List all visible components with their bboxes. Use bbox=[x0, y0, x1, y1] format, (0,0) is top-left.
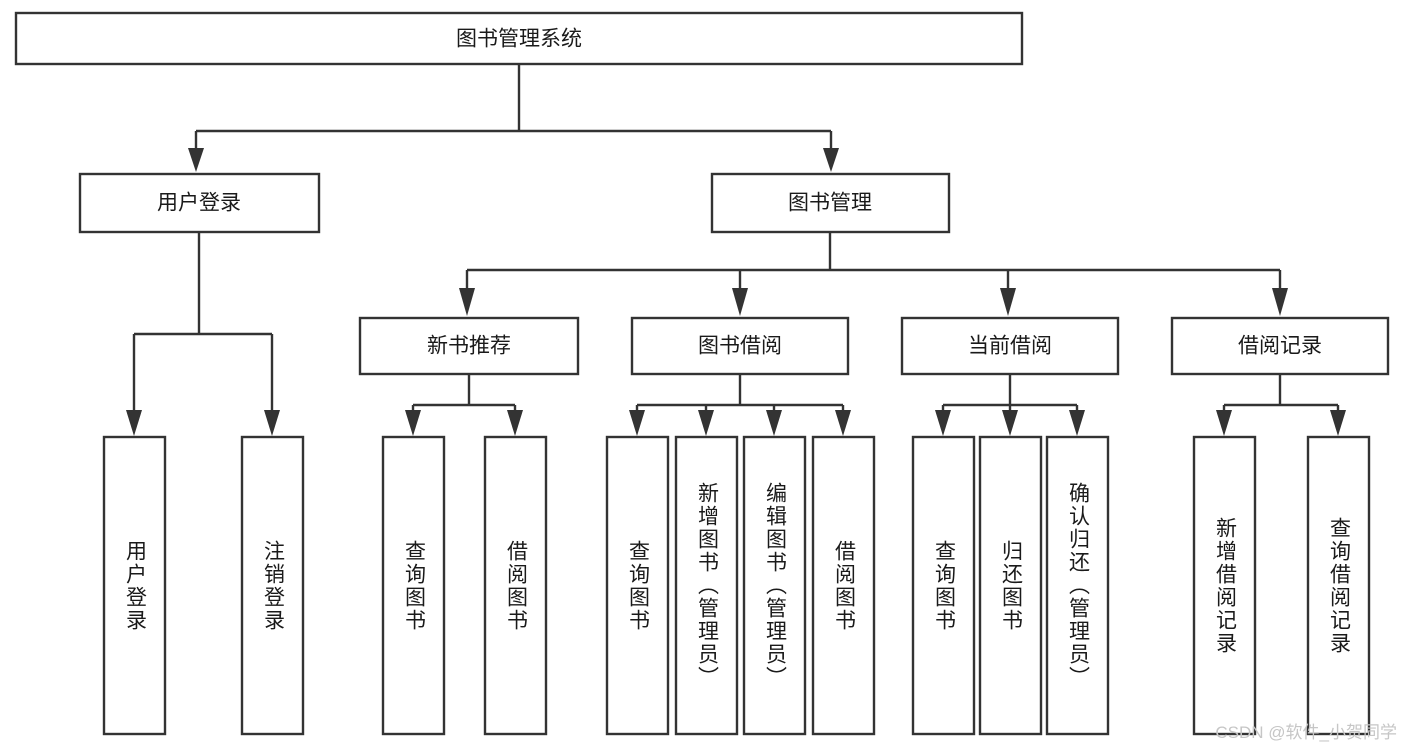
leaf-box-borrow-book[interactable] bbox=[811, 435, 876, 736]
arrow-borrow-record-leaf-2 bbox=[1330, 410, 1346, 436]
leaf-box-query-book-new[interactable] bbox=[381, 435, 446, 736]
csdn-watermark: CSDN @软件_小贺同学 bbox=[1215, 723, 1397, 742]
node-root-box[interactable] bbox=[14, 11, 1024, 66]
arrow-to-new-book bbox=[459, 288, 475, 316]
leaf-box-query-book-current[interactable] bbox=[911, 435, 976, 736]
arrow-book-borrow-leaf-4 bbox=[835, 410, 851, 436]
arrow-user-login-leaf-1 bbox=[126, 410, 142, 436]
arrow-root-to-book-mgmt bbox=[823, 148, 839, 172]
node-borrow-record-label: 借阅记录 bbox=[1238, 335, 1322, 358]
node-user-login[interactable]: 用户登录 bbox=[78, 172, 321, 234]
node-book-borrow[interactable]: 图书借阅 bbox=[630, 316, 850, 376]
arrow-to-book-borrow bbox=[732, 288, 748, 316]
arrow-to-borrow-record bbox=[1272, 288, 1288, 316]
arrow-current-borrow-leaf-3 bbox=[1069, 410, 1085, 436]
node-user-login-label: 用户登录 bbox=[157, 192, 241, 215]
leaf-box-borrow-book-new[interactable] bbox=[483, 435, 548, 736]
node-new-book-recommend[interactable]: 新书推荐 bbox=[358, 316, 580, 376]
arrow-borrow-record-leaf-1 bbox=[1216, 410, 1232, 436]
node-book-borrow-box[interactable] bbox=[630, 316, 850, 376]
arrow-book-borrow-leaf-1 bbox=[629, 410, 645, 436]
node-new-book-recommend-label: 新书推荐 bbox=[427, 335, 511, 358]
arrow-book-borrow-leaf-2 bbox=[698, 410, 714, 436]
arrow-user-login-leaf-2 bbox=[264, 410, 280, 436]
node-new-book-recommend-box[interactable] bbox=[358, 316, 580, 376]
leaf-box-return-book[interactable] bbox=[978, 435, 1043, 736]
leaf-box-confirm-return-admin[interactable] bbox=[1045, 435, 1110, 736]
node-root-label: 图书管理系统 bbox=[456, 28, 582, 51]
node-root[interactable]: 图书管理系统 bbox=[14, 11, 1024, 66]
arrow-new-book-leaf-1 bbox=[405, 410, 421, 436]
leaf-box-query-book-borrow[interactable] bbox=[605, 435, 670, 736]
node-book-management-box[interactable] bbox=[710, 172, 951, 234]
arrow-current-borrow-leaf-2 bbox=[1002, 410, 1018, 436]
arrow-book-borrow-leaf-3 bbox=[766, 410, 782, 436]
node-book-management-label: 图书管理 bbox=[788, 192, 872, 215]
node-book-borrow-label: 图书借阅 bbox=[698, 335, 782, 358]
arrow-to-current-borrow bbox=[1000, 288, 1016, 316]
node-borrow-record[interactable]: 借阅记录 bbox=[1170, 316, 1390, 376]
arrow-new-book-leaf-2 bbox=[507, 410, 523, 436]
leaf-box-add-book-admin[interactable] bbox=[674, 435, 739, 736]
leaf-box-add-borrow-record[interactable] bbox=[1192, 435, 1257, 736]
node-current-borrow-label: 当前借阅 bbox=[968, 335, 1052, 358]
node-book-management[interactable]: 图书管理 bbox=[710, 172, 951, 234]
node-current-borrow-box[interactable] bbox=[900, 316, 1120, 376]
node-borrow-record-box[interactable] bbox=[1170, 316, 1390, 376]
leaf-box-logout[interactable] bbox=[240, 435, 305, 736]
arrow-root-to-user-login bbox=[188, 148, 204, 172]
node-current-borrow[interactable]: 当前借阅 bbox=[900, 316, 1120, 376]
arrow-current-borrow-leaf-1 bbox=[935, 410, 951, 436]
leaf-box-query-borrow-record[interactable] bbox=[1306, 435, 1371, 736]
leaf-box-user-login[interactable] bbox=[102, 435, 167, 736]
leaf-box-edit-book-admin[interactable] bbox=[742, 435, 807, 736]
